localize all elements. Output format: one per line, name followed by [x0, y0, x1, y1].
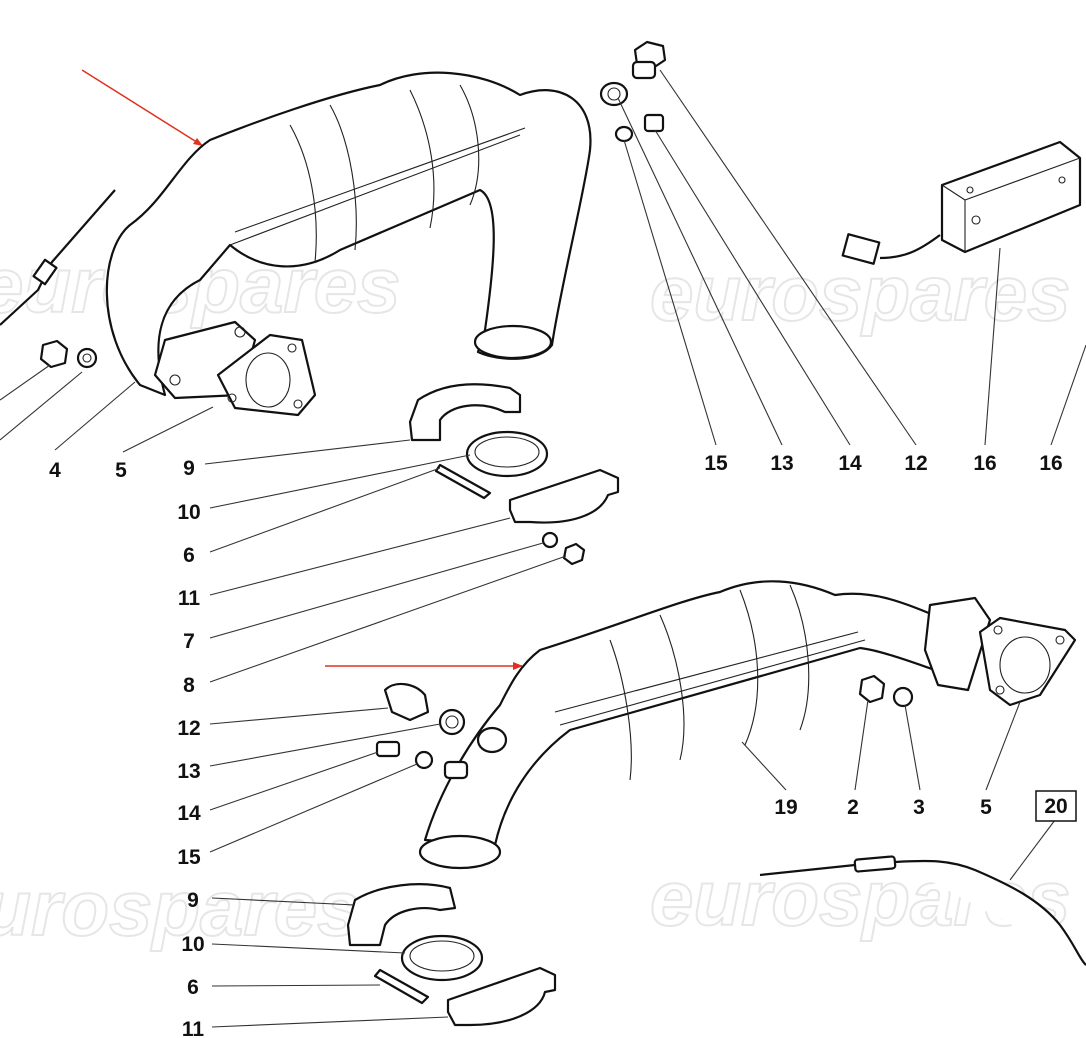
callout-2: 2: [847, 796, 859, 819]
control-unit: [841, 140, 1082, 265]
callout-16-b: 16: [1039, 452, 1062, 475]
catalytic-converter-left: [105, 71, 592, 417]
callout-10-lower: 10: [181, 933, 204, 956]
callout-12-right: 12: [904, 452, 927, 475]
callout-6-lower: 6: [187, 976, 199, 999]
fittings-lower-left: [375, 674, 914, 770]
callout-15: 15: [177, 846, 201, 869]
callout-9-lower: 9: [187, 889, 199, 912]
callout-3: 3: [913, 796, 925, 819]
callout-11: 11: [178, 587, 201, 610]
highlight-arrow-bottom: [325, 662, 523, 670]
svg-text:eurospares: eurospares: [0, 864, 361, 952]
callout-6: 6: [183, 544, 195, 567]
callout-14-right: 14: [838, 452, 862, 475]
lambda-sensor-left: [0, 189, 116, 326]
callout-16: 16: [973, 452, 996, 475]
leader-lines: [0, 69, 1086, 1028]
callout-5-right: 5: [980, 796, 992, 819]
callout-8: 8: [183, 674, 195, 697]
callout-13-right: 13: [770, 452, 793, 475]
fittings-top-right: [599, 40, 667, 143]
highlight-arrow-top: [81, 69, 204, 147]
callout-5: 5: [115, 459, 127, 482]
clamp-gasket-set-lower: [346, 883, 557, 1027]
callout-9: 9: [183, 457, 195, 480]
callout-4: 4: [49, 459, 61, 482]
callout-14: 14: [177, 802, 201, 825]
callout-20: 20: [1044, 795, 1067, 818]
callout-15-right: 15: [704, 452, 728, 475]
callout-box: [1035, 790, 1077, 822]
nut-washer-left: [39, 339, 98, 369]
callout-13: 13: [177, 760, 200, 783]
callout-19: 19: [774, 796, 797, 819]
clamp-gasket-set-upper: [408, 383, 620, 566]
lambda-sensor-right: [759, 855, 1086, 966]
catalytic-converter-right: [418, 580, 1077, 870]
callout-labels: 4 5 9 10 6 11 7 8 12 13 14 15 9 10 6 11 …: [49, 452, 1077, 1038]
callout-10: 10: [177, 501, 200, 524]
svg-text:eurospares: eurospares: [650, 249, 1071, 337]
callout-12: 12: [177, 717, 200, 740]
callout-7: 7: [183, 630, 195, 653]
callout-11-lower: 11: [182, 1018, 205, 1038]
